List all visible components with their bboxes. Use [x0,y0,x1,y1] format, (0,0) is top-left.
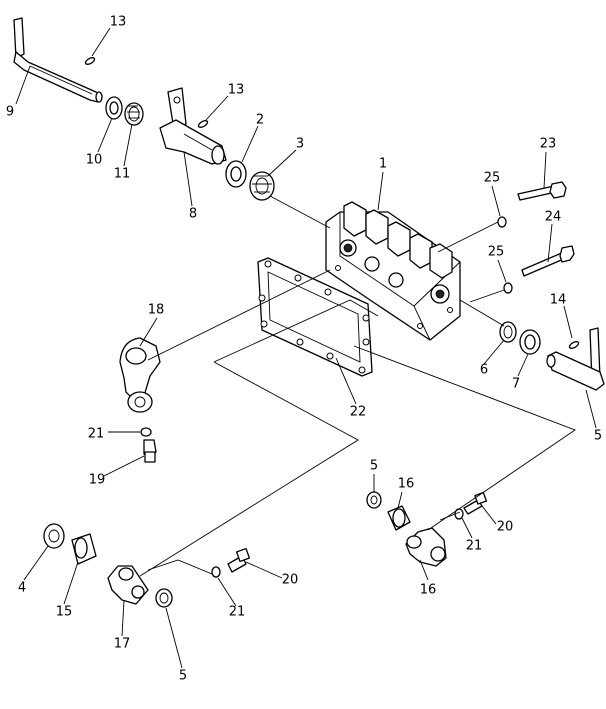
seal-ring-2 [225,160,247,188]
callout-13-right: 14 [550,293,567,308]
washer-21-b [211,566,221,578]
callout-24: 24 [545,210,562,225]
callout-1: 1 [379,157,387,172]
callout-6: 6 [480,363,488,378]
callout-9: 8 [189,207,197,222]
gasket-22 [257,257,373,377]
bolt-19 [143,439,157,463]
callout-5-right: 5 [370,459,378,474]
callout-25-top: 25 [484,171,501,186]
needle-bearing-6 [499,321,517,343]
lever-shaft-8 [546,327,605,391]
seal-ring-7 [519,329,541,355]
callout-4: 4 [18,581,26,596]
callout-19: 19 [89,473,106,488]
callout-25-bottom: 25 [488,245,505,260]
callout-23: 23 [540,137,557,152]
callout-13-top-left: 13 [110,15,127,30]
callout-7: 7 [512,377,520,392]
callout-16: 16 [420,583,437,598]
callout-20-bottom: 20 [282,573,299,588]
callout-12: 11 [114,167,131,182]
shift-fork-16 [405,527,447,567]
callout-3: 3 [296,137,304,152]
shift-fork-17 [107,565,149,605]
pin-13-b [197,120,209,128]
callout-20-right: 20 [497,520,514,535]
bolt-24 [521,245,575,277]
needle-bearing-5-a [155,588,173,608]
washer-25-b [503,282,513,294]
needle-bearing-3 [249,171,275,201]
sleeve-15 [387,505,411,531]
lever-shaft-10 [13,17,103,103]
washer-25-a [497,216,507,228]
housing-1 [325,201,461,341]
washer-21-a [140,427,152,437]
callout-21-bottom: 21 [229,605,246,620]
callout-22: 22 [350,405,367,420]
seal-ring-11 [105,96,123,120]
bolt-20-a [227,547,251,573]
needle-bearing-5-b [366,491,382,509]
callout-17: 17 [114,637,131,652]
callout-13-middle: 13 [228,83,245,98]
pin-13-a [84,57,96,65]
callout-2: 2 [256,113,264,128]
sleeve-14 [71,533,97,565]
needle-bearing-12 [124,102,144,126]
lever-shaft-9 [159,87,227,165]
callout-10: 9 [6,105,14,120]
callout-5-bottom: 5 [179,669,187,684]
assembly-guide-lines [139,195,576,577]
callout-21-left: 21 [88,427,105,442]
callout-18: 18 [148,303,165,318]
callout-11: 10 [86,153,103,168]
callout-14: 15 [56,605,73,620]
callout-leaders [15,27,597,669]
shift-fork-18 [119,337,161,413]
callout-15: 16 [398,477,415,492]
callout-21-right: 21 [466,539,483,554]
bolt-23 [517,181,567,201]
callout-labels: 13 13 14 9 10 11 8 2 3 1 23 24 25 25 6 7… [6,15,602,684]
needle-bearing-4 [43,523,65,549]
callout-8: 5 [594,429,602,444]
pin-13-c [568,341,580,349]
